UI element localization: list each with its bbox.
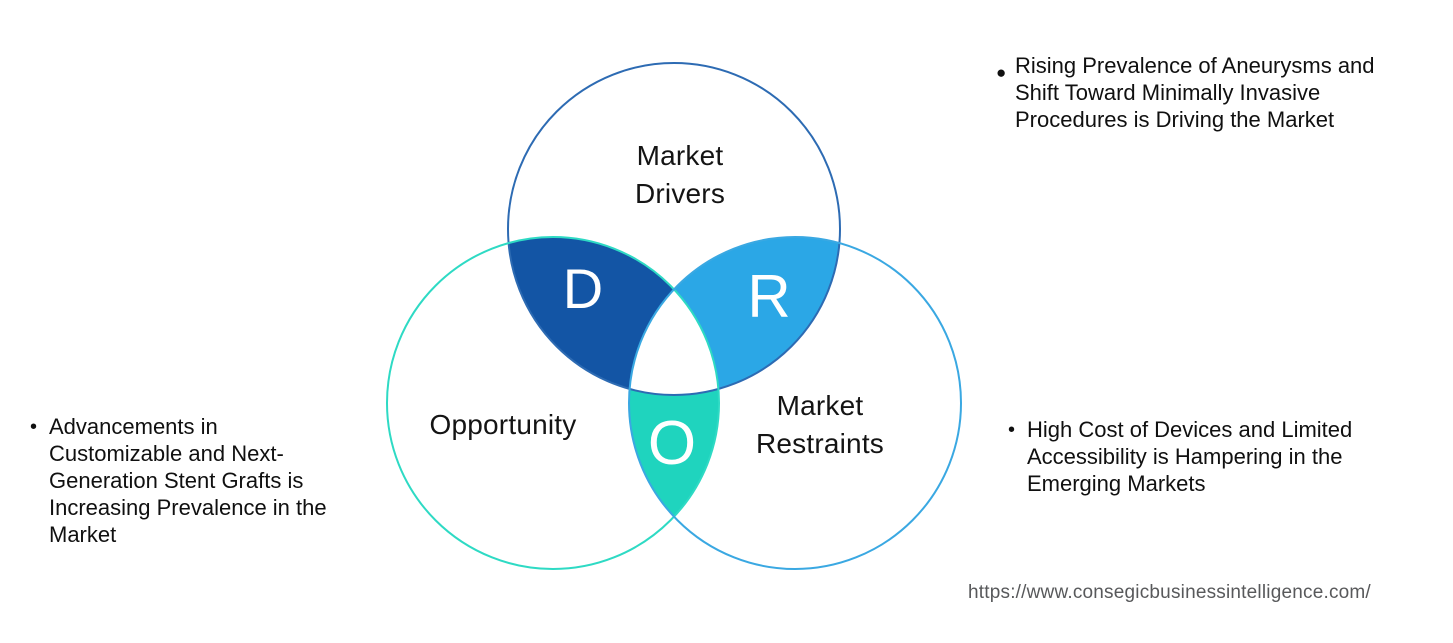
- market-restraints-label: Market Restraints: [700, 387, 940, 463]
- market-restraints-label-line2: Restraints: [755, 428, 885, 459]
- drivers-opportunity-overlap: [508, 237, 719, 395]
- opportunity-label-text: Opportunity: [429, 409, 577, 440]
- drivers-restraints-overlap: [629, 237, 840, 395]
- market-drivers-label: Market Drivers: [570, 137, 790, 213]
- opportunity-circle: [386, 236, 720, 570]
- opportunity-annotation-text: Advancements in Customizable and Next-Ge…: [49, 414, 327, 547]
- overlap-d-shape: [508, 237, 719, 395]
- drivers-annotation-text: Rising Prevalence of Aneurysms and Shift…: [1015, 53, 1375, 132]
- overlap-letter-o: O: [648, 409, 696, 478]
- opportunity-annotation: • Advancements in Customizable and Next-…: [30, 413, 352, 548]
- market-drivers-label-line2: Drivers: [634, 178, 726, 209]
- bullet-icon: ●: [996, 63, 1007, 82]
- market-restraints-circle: [628, 236, 962, 570]
- market-restraints-label-line1: Market: [776, 390, 864, 421]
- overlap-letter-r: R: [747, 263, 790, 330]
- source-url: https://www.consegicbusinessintelligence…: [968, 582, 1371, 603]
- overlap-letter-d: D: [563, 257, 603, 320]
- opportunity-label: Opportunity: [395, 406, 611, 444]
- overlap-r-shape: [629, 237, 840, 395]
- restraints-annotation: • High Cost of Devices and Limited Acces…: [1008, 416, 1390, 497]
- restraints-annotation-text: High Cost of Devices and Limited Accessi…: [1027, 417, 1353, 496]
- bullet-icon: •: [1008, 419, 1016, 441]
- market-drivers-circle: [507, 62, 841, 396]
- market-drivers-label-line1: Market: [636, 140, 724, 171]
- bullet-icon: •: [30, 416, 38, 438]
- drivers-annotation: ● Rising Prevalence of Aneurysms and Shi…: [996, 52, 1408, 133]
